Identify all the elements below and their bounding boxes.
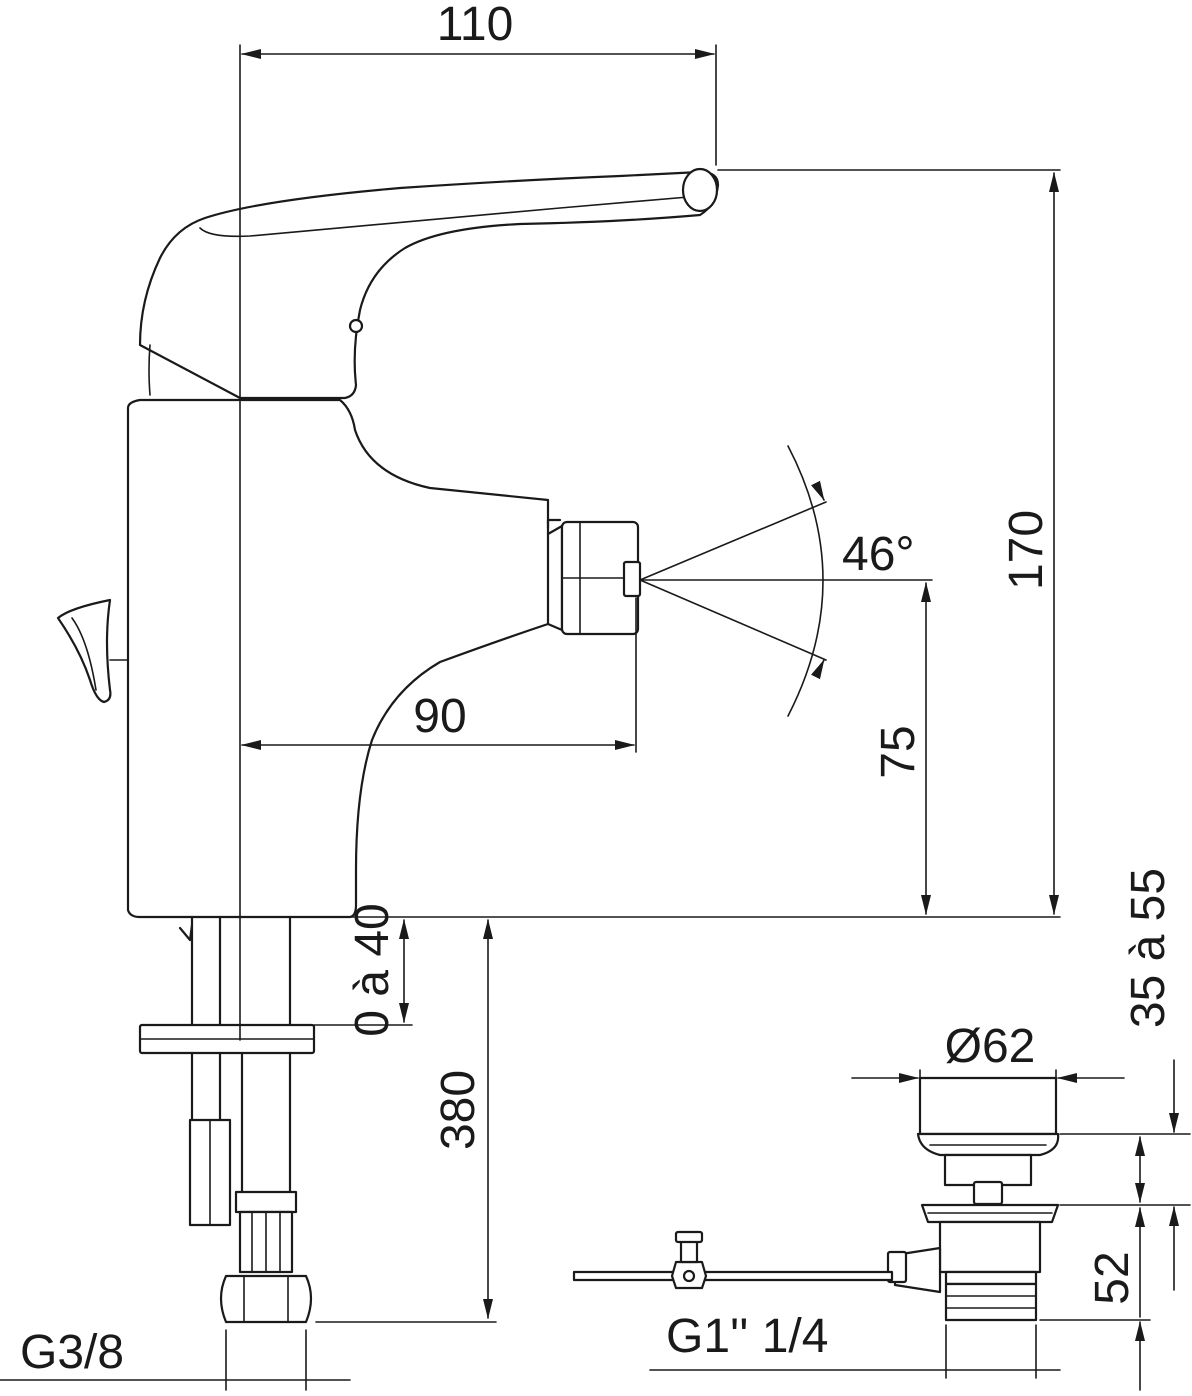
dim-spout-reach: 110: [437, 0, 514, 51]
dim-total-height: 170: [1000, 510, 1053, 590]
dim-nozzle-height: 75: [872, 725, 925, 778]
dim-waste-height: 52: [1086, 1251, 1139, 1304]
dim-waste-diameter: Ø62: [945, 1020, 1036, 1073]
dim-waste-adjust: 35 à 55: [1122, 868, 1175, 1028]
bidet-nozzle-outer: [546, 524, 564, 632]
dimension-lines: [0, 44, 1191, 1391]
waste-tail: [944, 1282, 1038, 1322]
dim-inlet-thread: G3/8: [20, 1326, 124, 1379]
waste-plug: [972, 1180, 1004, 1206]
bidet-nozzle-tip: [622, 560, 642, 598]
pop-up-waste: [572, 1076, 1060, 1322]
hose-ferrule: [234, 1190, 298, 1214]
dim-nozzle-reach: 90: [413, 690, 466, 743]
mixer-body: [126, 398, 550, 919]
dimension-labels: 110 90 46° 170 75 0 à 40 380 35 à 55 Ø62…: [20, 0, 1175, 1379]
waste-body: [938, 1220, 1042, 1274]
dim-waste-thread: G1'' 1/4: [666, 1310, 828, 1363]
spout-tip: [681, 167, 719, 213]
pull-rod: [572, 1270, 894, 1282]
dim-hose-length: 380: [432, 1070, 485, 1150]
lever-screw: [348, 318, 364, 334]
pop-up-lever: [56, 598, 112, 704]
lever-handle: [138, 170, 720, 400]
dim-spray-angle: 46°: [842, 528, 915, 581]
waste-flange: [918, 1076, 1058, 1136]
dim-deck-thickness: 0 à 40: [346, 903, 399, 1036]
faucet-body: [56, 167, 720, 1324]
hex-nut: [219, 1274, 313, 1324]
